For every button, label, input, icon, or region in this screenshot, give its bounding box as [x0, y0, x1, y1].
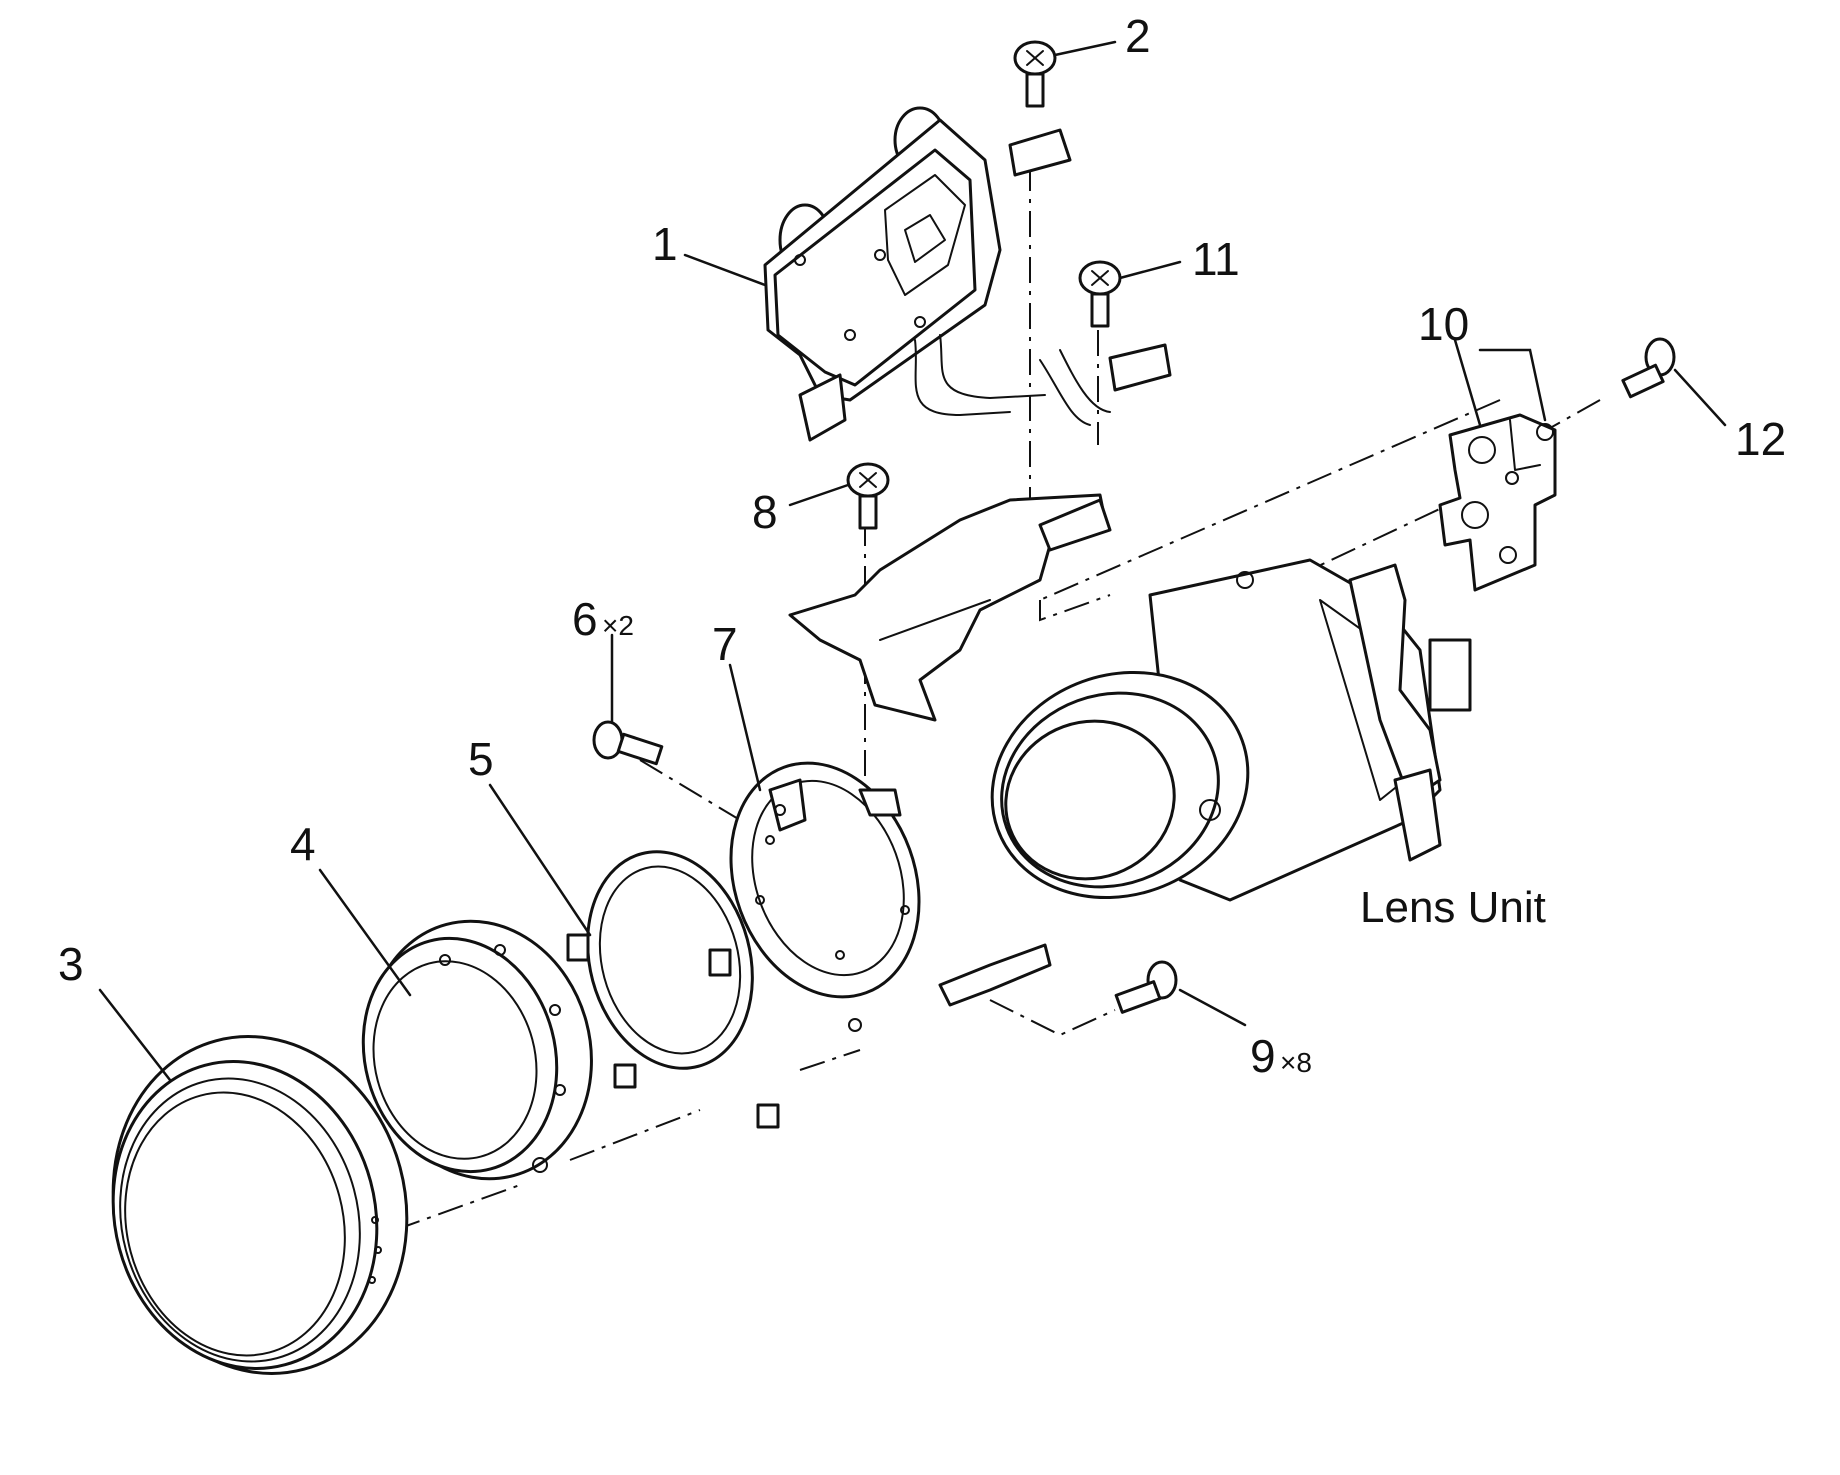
part-5-retaining-ring — [566, 850, 780, 1129]
callout-9: 9 — [1250, 1030, 1276, 1082]
screw-2 — [1013, 40, 1057, 108]
part-1-board-bracket — [763, 106, 1172, 442]
callout-6-qty: ×2 — [602, 610, 634, 641]
callout-10: 10 — [1418, 298, 1469, 350]
callout-7: 7 — [712, 618, 738, 670]
part-4-lens-ring — [361, 919, 593, 1181]
leader-lines — [98, 40, 1727, 1082]
callout-2: 2 — [1125, 10, 1151, 62]
screw-6 — [592, 720, 664, 766]
callout-5: 5 — [468, 733, 494, 785]
lens-unit-label: Lens Unit — [1360, 883, 1546, 932]
lens-unit — [990, 558, 1472, 902]
alignment-lines — [394, 165, 1601, 1231]
callout-labels: 1 2 3 4 5 6 ×2 7 8 9 ×8 10 11 12 Lens Un… — [58, 10, 1786, 1082]
screw-12 — [1621, 337, 1676, 399]
callout-4: 4 — [290, 818, 316, 870]
callout-1: 1 — [652, 218, 678, 270]
part-3-front-ring — [111, 1035, 409, 1375]
callout-6: 6 — [572, 593, 598, 645]
callout-11: 11 — [1192, 233, 1240, 285]
flex-cable — [788, 493, 1112, 722]
callout-9-qty: ×8 — [1280, 1047, 1312, 1078]
callout-12: 12 — [1735, 413, 1786, 465]
screw-9 — [1114, 960, 1178, 1014]
part-10-bracket — [1438, 413, 1557, 592]
part-7-mount-ring — [729, 761, 1052, 1032]
callout-8: 8 — [752, 486, 778, 538]
screw-8 — [846, 462, 890, 530]
screw-11 — [1078, 260, 1122, 328]
callout-3: 3 — [58, 938, 84, 990]
